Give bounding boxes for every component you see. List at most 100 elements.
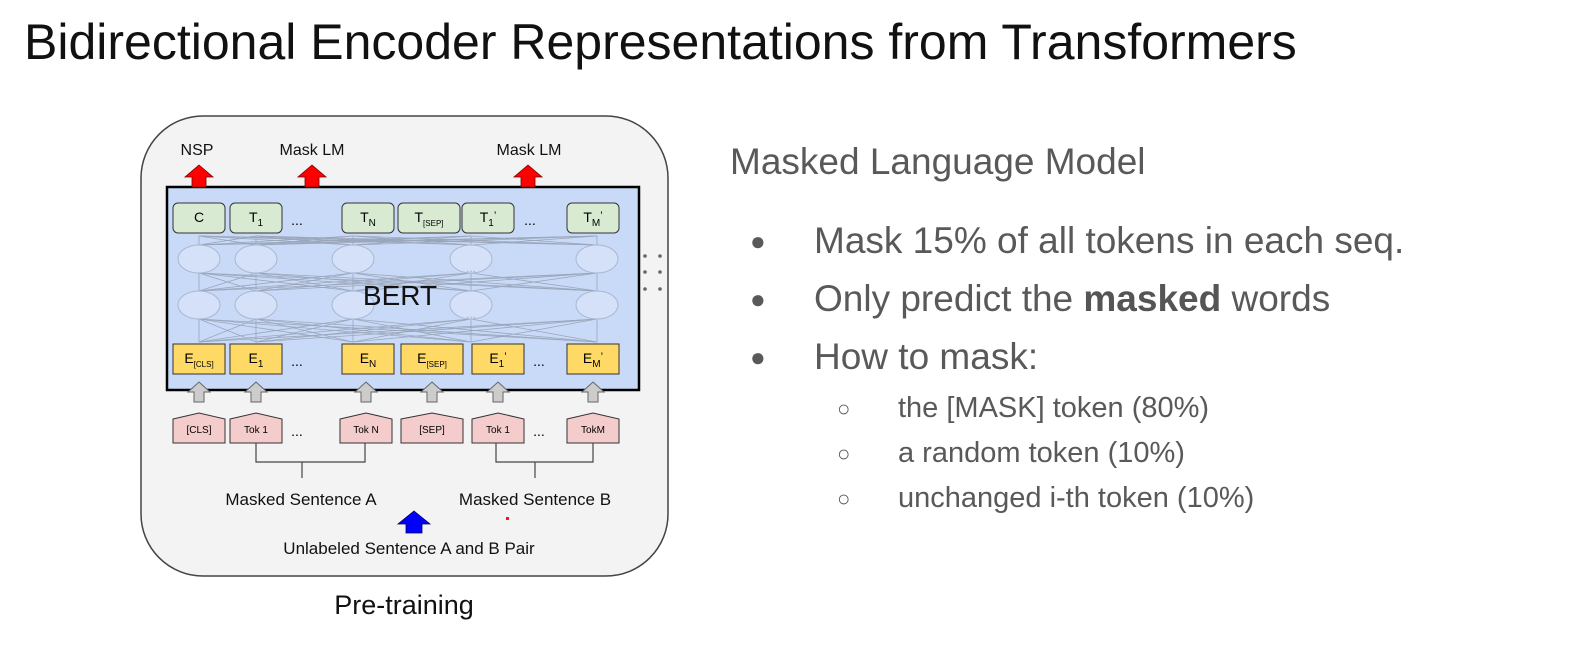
prediction-heads: NSP Mask LM Mask LM	[181, 142, 562, 188]
input-up-arrow	[396, 510, 432, 534]
info-panel: Masked Language Model ● Mask 15% of all …	[730, 140, 1550, 521]
sentence-brackets	[255, 443, 594, 478]
output-token: TN	[341, 202, 395, 234]
sub-bullet-circle-icon: ○	[837, 486, 851, 511]
ellipsis-layer-1: ...	[466, 261, 476, 275]
input-token-label: TokM	[581, 425, 605, 436]
input-up-arrow	[243, 381, 269, 403]
input-token: Tok 1	[229, 412, 283, 444]
output-ellipsis-2: ...	[524, 212, 536, 228]
bullet-dot-icon: ●	[750, 342, 766, 372]
bullet-text: Only predict the masked words	[814, 278, 1331, 319]
embedding-token-label: E1’	[489, 350, 506, 370]
head-label: Mask LM	[497, 142, 562, 159]
input-up-arrow	[353, 381, 379, 403]
output-token: TM’	[566, 202, 620, 234]
bullet-dot-icon: ●	[750, 226, 766, 256]
output-token-label: C	[194, 209, 204, 225]
sub-bullet-circle-icon: ○	[837, 396, 851, 421]
input-token-label: Tok N	[353, 425, 379, 436]
input-arrows	[186, 381, 606, 403]
head-arrow	[183, 164, 215, 188]
embedding-row: E[CLS] E1 EN E[SEP] E1’ EM’	[172, 343, 620, 375]
embedding-token: E[CLS]	[172, 343, 226, 375]
bert-label: BERT	[363, 280, 437, 311]
network-node	[177, 244, 221, 274]
sub-bullet-item: ○ the [MASK] token (80%)	[730, 386, 1550, 431]
section-subtitle: Masked Language Model	[730, 141, 1146, 182]
bullet-text: How to mask:	[814, 336, 1039, 377]
input-up-arrow	[580, 381, 606, 403]
embedding-ellipsis-1: ...	[291, 353, 303, 369]
diagram-caption: Pre-training	[334, 590, 474, 620]
input-token: Tok 1	[471, 412, 525, 444]
input-token-label: Tok 1	[486, 425, 510, 436]
embedding-token: E[SEP]	[400, 343, 464, 375]
slide-title: Bidirectional Encoder Representations fr…	[24, 14, 1297, 70]
embedding-token: EN	[341, 343, 395, 375]
head-label: NSP	[181, 142, 214, 159]
output-ellipsis-1: ...	[291, 212, 303, 228]
embedding-token: E1’	[471, 343, 525, 375]
bullet-text: Mask 15% of all tokens in each seq.	[814, 220, 1405, 261]
sub-bullet-text: unchanged i-th token (10%)	[898, 482, 1255, 514]
input-token-label: Tok 1	[244, 425, 268, 436]
output-token-label: T1’	[480, 209, 497, 229]
prediction-head: NSP	[181, 142, 215, 188]
head-arrow	[296, 164, 328, 188]
bullet-item: ● Only predict the masked words	[730, 270, 1550, 328]
ellipsis-layer-2: ...	[466, 307, 476, 321]
embedding-token: E1	[229, 343, 283, 375]
network-node	[177, 290, 221, 320]
network-node	[234, 244, 278, 274]
input-token: TokM	[566, 412, 620, 444]
network-node	[575, 244, 619, 274]
prediction-head: Mask LM	[280, 142, 345, 188]
head-label: Mask LM	[280, 142, 345, 159]
sub-bullet-item: ○ a random token (10%)	[730, 431, 1550, 476]
embedding-token-label: EN	[360, 350, 377, 370]
network-node	[331, 244, 375, 274]
bullet-item: ● Mask 15% of all tokens in each seq.	[730, 212, 1550, 270]
input-token-label: [SEP]	[419, 425, 445, 436]
sentence-b-label: Masked Sentence B	[459, 490, 611, 509]
embedding-token: EM’	[566, 343, 620, 375]
output-token-label: T[SEP]	[414, 209, 443, 228]
embedding-token-label: EM’	[583, 350, 603, 370]
output-token-label: TM’	[583, 209, 602, 229]
embedding-token-label: E1	[249, 350, 264, 370]
prediction-head: Mask LM	[497, 142, 562, 188]
transformer-connections	[198, 235, 598, 343]
bold-word: masked	[1083, 278, 1222, 319]
network-node	[331, 290, 375, 320]
sentence-a-label: Masked Sentence A	[225, 490, 377, 509]
output-token: T1	[229, 202, 283, 234]
network-node	[234, 290, 278, 320]
input-ellipsis-1: ...	[291, 423, 303, 439]
bert-pretraining-diagram: BERT ... ... NSP Mask LM Mask LM C T1 TN T[SE…	[140, 115, 669, 620]
output-token-row: C T1 TN T[SEP] T1’ TM’	[172, 202, 620, 234]
output-token-label: TN	[360, 209, 376, 229]
input-token: [SEP]	[400, 412, 464, 444]
input-token-row: [CLS] Tok 1 Tok N [SEP] Tok 1 TokM	[172, 412, 620, 444]
output-token: T[SEP]	[397, 202, 461, 234]
stack-dots	[643, 254, 662, 291]
embedding-ellipsis-2: ...	[533, 353, 545, 369]
network-node	[575, 290, 619, 320]
embedding-token-label: E[SEP]	[417, 350, 447, 369]
head-arrow	[512, 164, 544, 188]
input-up-arrow	[186, 381, 212, 403]
sub-bullet-text: a random token (10%)	[898, 437, 1185, 469]
bullet-item: ● How to mask:	[730, 328, 1550, 386]
red-marker-dot	[506, 517, 509, 520]
input-pair-label: Unlabeled Sentence A and B Pair	[283, 539, 535, 558]
input-ellipsis-2: ...	[533, 423, 545, 439]
output-token: T1’	[461, 202, 515, 234]
network-node	[449, 290, 493, 320]
input-up-arrow	[419, 381, 445, 403]
sub-bullet-item: ○ unchanged i-th token (10%)	[730, 476, 1550, 521]
input-token: [CLS]	[172, 412, 226, 444]
network-node	[449, 244, 493, 274]
input-token: Tok N	[339, 412, 393, 444]
sub-bullet-circle-icon: ○	[837, 441, 851, 466]
